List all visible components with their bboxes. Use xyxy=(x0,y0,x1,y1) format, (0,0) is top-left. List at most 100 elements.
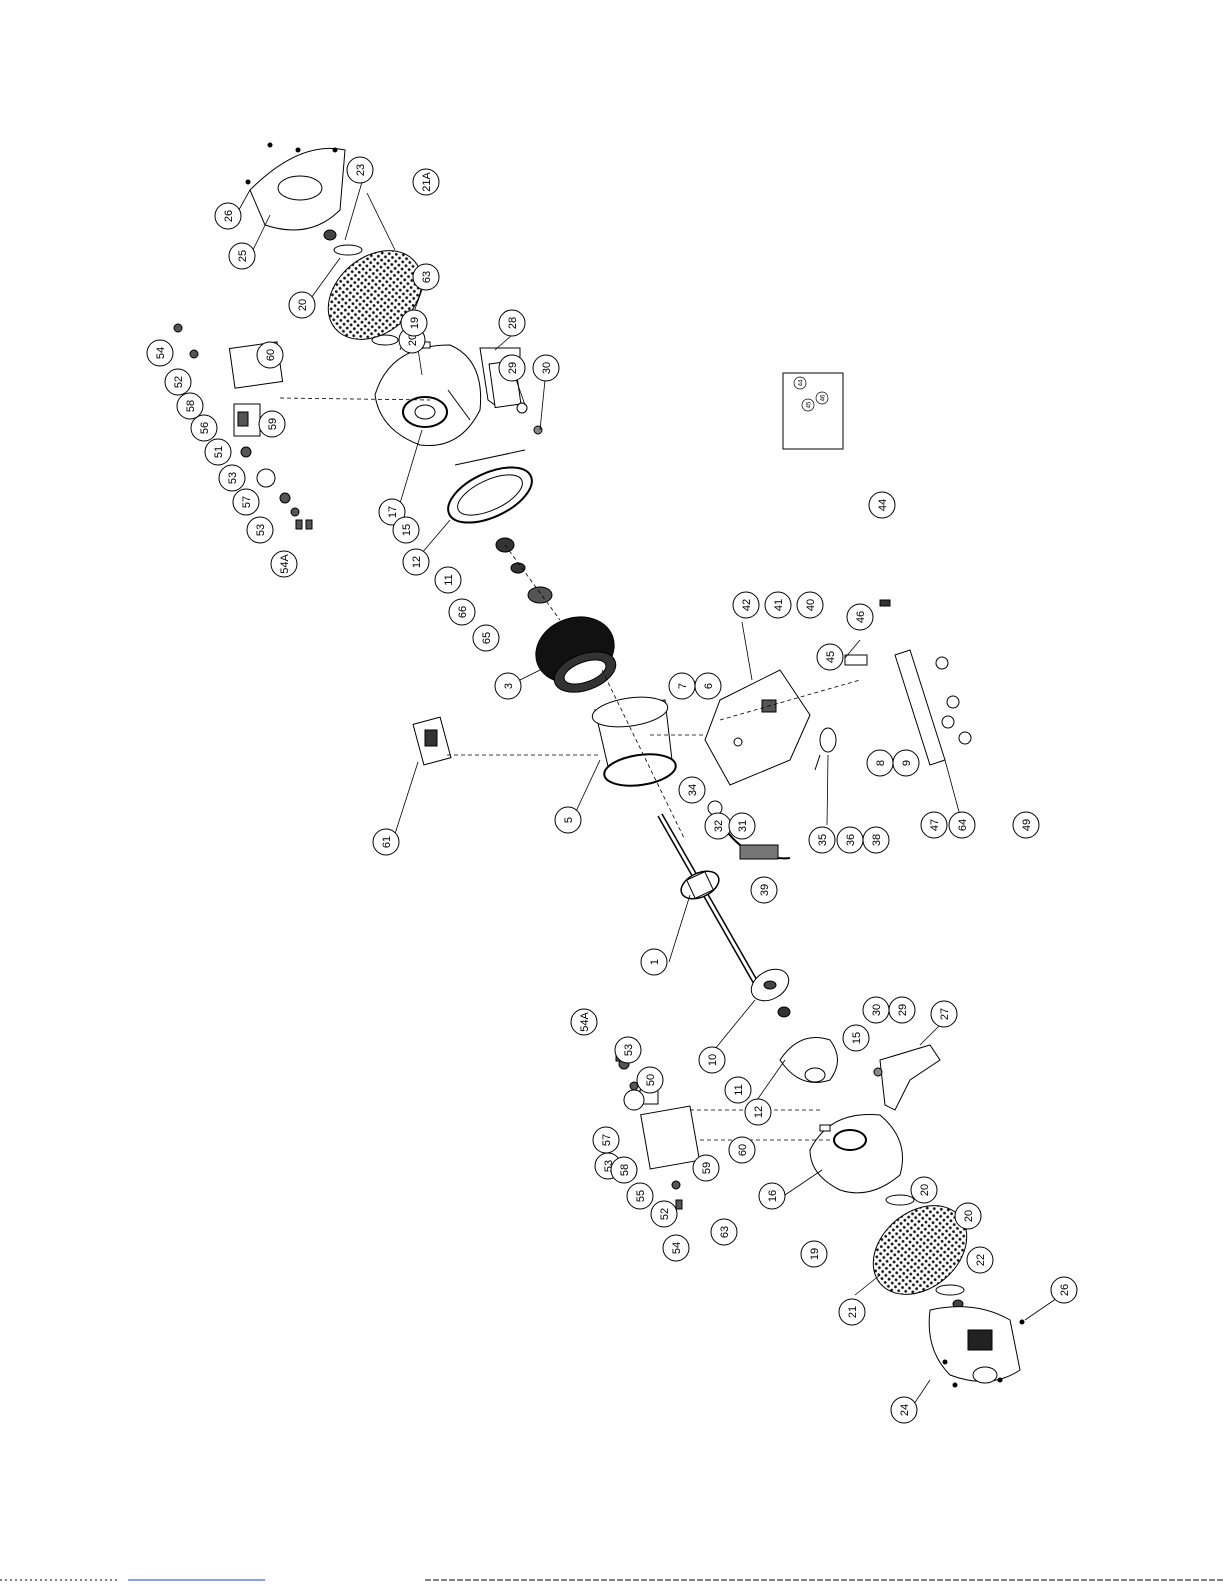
callout-number: 52 xyxy=(659,1208,671,1220)
callout-number: 20 xyxy=(919,1184,931,1196)
stator xyxy=(526,606,623,700)
callout-number: 21A xyxy=(421,172,433,192)
callout-c20c: 20 xyxy=(911,1177,937,1203)
callout-c36: 36 xyxy=(837,827,863,853)
wheel-housing-lower xyxy=(810,1114,903,1192)
callout-number: 63 xyxy=(719,1226,731,1238)
callout-number: 59 xyxy=(701,1162,713,1174)
callout-c60b: 60 xyxy=(729,1137,755,1163)
callout-number: 21 xyxy=(847,1306,859,1318)
rotor-shaft xyxy=(660,815,760,990)
label-plate-61 xyxy=(413,717,451,765)
end-bell-lower xyxy=(780,1038,838,1083)
callout-c55: 55 xyxy=(627,1183,653,1209)
inset-callout-number: 44 xyxy=(799,379,805,386)
callout-number: 15 xyxy=(401,524,413,536)
callout-number: 41 xyxy=(773,599,785,611)
callout-c49: 49 xyxy=(1013,812,1039,838)
callout-c15b: 15 xyxy=(843,1025,869,1051)
callout-number: 58 xyxy=(619,1164,631,1176)
callout-c21: 21 xyxy=(839,1299,865,1325)
callout-number: 53 xyxy=(227,472,239,484)
callout-c19b: 19 xyxy=(801,1241,827,1267)
callout-c53a: 53 xyxy=(219,465,245,491)
callout-number: 20 xyxy=(963,1210,975,1222)
callout-number: 10 xyxy=(707,1054,719,1066)
callout-number: 42 xyxy=(741,599,753,611)
callout-number: 50 xyxy=(645,1074,657,1086)
callout-c39: 39 xyxy=(751,877,777,903)
inset-box xyxy=(783,373,843,449)
callout-c46: 46 xyxy=(847,604,873,630)
callout-c6: 6 xyxy=(695,673,721,699)
inset-callout: 44 xyxy=(794,377,806,389)
callout-number: 12 xyxy=(411,556,423,568)
page-footer-rule xyxy=(0,1575,1225,1585)
callout-number: 63 xyxy=(421,271,433,283)
callout-c57b: 57 xyxy=(593,1127,619,1153)
callout-number: 8 xyxy=(875,760,887,766)
callout-number: 54 xyxy=(155,347,167,359)
callout-number: 45 xyxy=(825,651,837,663)
callout-number: 51 xyxy=(213,446,225,458)
callout-c20d: 20 xyxy=(955,1203,981,1229)
callout-c7: 7 xyxy=(669,673,695,699)
callout-c63a: 63 xyxy=(413,264,439,290)
callout-c53c: 53 xyxy=(615,1037,641,1063)
callout-c52a: 52 xyxy=(165,369,191,395)
callout-c58b: 58 xyxy=(611,1157,637,1183)
callout-number: 64 xyxy=(957,819,969,831)
callout-number: 12 xyxy=(753,1106,765,1118)
callout-number: 53 xyxy=(255,524,267,536)
callout-number: 30 xyxy=(541,362,553,374)
callout-number: 32 xyxy=(713,820,725,832)
callout-c58a: 58 xyxy=(177,393,203,419)
callout-number: 55 xyxy=(635,1190,647,1202)
end-bell-upper xyxy=(440,450,540,534)
callout-c59b: 59 xyxy=(693,1155,719,1181)
callout-number: 40 xyxy=(805,599,817,611)
callout-c57a: 57 xyxy=(233,489,259,515)
callout-c23: 23 xyxy=(347,157,373,183)
callout-number: 17 xyxy=(387,506,399,518)
callout-number: 24 xyxy=(899,1404,911,1416)
inset-callout-number: 45 xyxy=(807,401,813,408)
callout-c26b: 26 xyxy=(1051,1277,1077,1303)
callout-c65: 65 xyxy=(473,625,499,651)
wheel-guard-lower xyxy=(929,1307,1024,1387)
callout-c27: 27 xyxy=(931,1001,957,1027)
callout-c50: 50 xyxy=(637,1067,663,1093)
callout-c12a: 12 xyxy=(403,549,429,575)
callout-number: 57 xyxy=(241,496,253,508)
callout-number: 44 xyxy=(877,499,889,511)
callout-number: 36 xyxy=(845,834,857,846)
fan-lower xyxy=(746,963,795,1017)
callout-c51: 51 xyxy=(205,439,231,465)
callout-number: 22 xyxy=(975,1254,987,1266)
callout-number: 65 xyxy=(481,632,493,644)
callout-c29b: 29 xyxy=(889,997,915,1023)
callout-number: 49 xyxy=(1021,819,1033,831)
callout-number: 20 xyxy=(297,299,309,311)
callout-number: 39 xyxy=(759,884,771,896)
callout-number: 28 xyxy=(507,317,519,329)
callout-number: 7 xyxy=(677,683,689,689)
callout-c5: 5 xyxy=(555,807,581,833)
callout-number: 52 xyxy=(173,376,185,388)
callout-c35: 35 xyxy=(809,827,835,853)
callout-c63b: 63 xyxy=(711,1219,737,1245)
callout-number: 16 xyxy=(767,1190,779,1202)
callout-number: 56 xyxy=(199,422,211,434)
callout-c47: 47 xyxy=(921,812,947,838)
assembly-lines xyxy=(280,398,860,1140)
callout-number: 25 xyxy=(237,250,249,262)
callout-c30a: 30 xyxy=(533,355,559,381)
callout-number: 30 xyxy=(871,1004,883,1016)
inset-callout-number: 46 xyxy=(821,394,827,401)
callout-c40: 40 xyxy=(797,592,823,618)
callout-c66: 66 xyxy=(449,599,475,625)
callout-c9: 9 xyxy=(893,750,919,776)
callout-number: 19 xyxy=(809,1248,821,1260)
callout-number: 47 xyxy=(929,819,941,831)
callout-c24: 24 xyxy=(891,1397,917,1423)
